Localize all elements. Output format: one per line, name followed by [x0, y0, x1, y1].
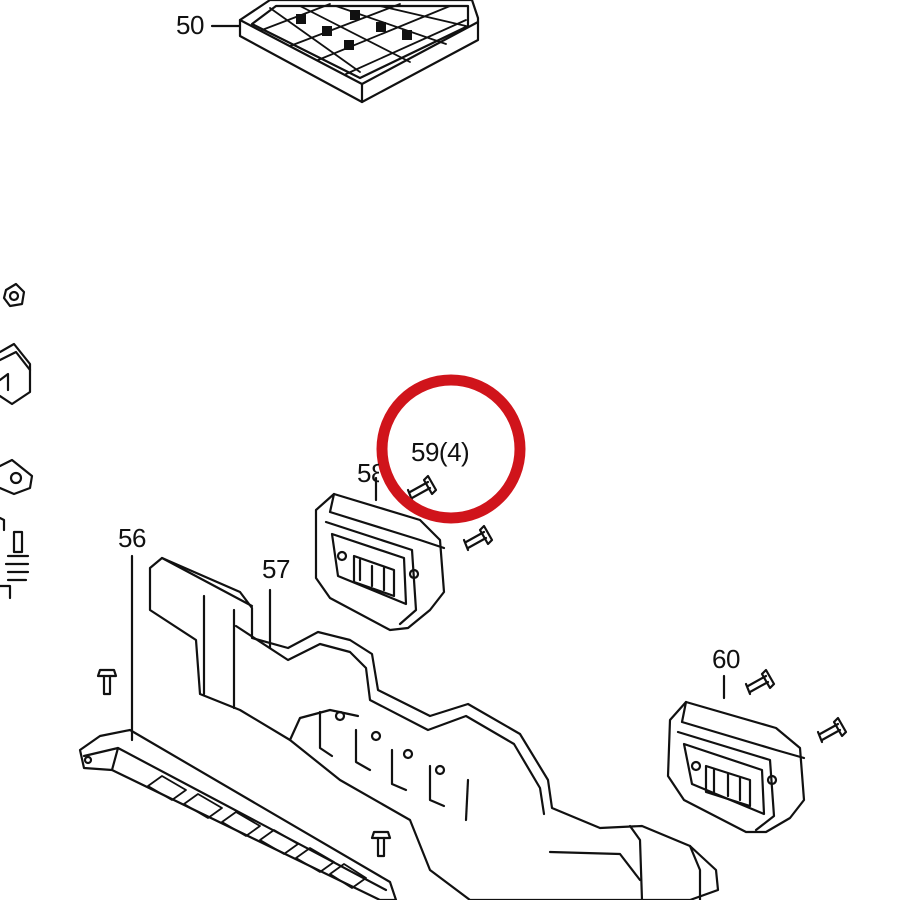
screw-59-lower: [462, 524, 494, 552]
main-housing-part-57: [148, 556, 720, 900]
left-edge-hardware: [0, 282, 34, 600]
callout-part-60: 60: [712, 644, 740, 674]
callout-part-56: 56: [118, 523, 146, 553]
screw-60-lower: [816, 716, 848, 744]
highlight-circle: [376, 374, 526, 524]
screw-59-upper: [406, 474, 438, 502]
rubber-foot-part-60: [666, 674, 806, 834]
callout-part-59: 59(4): [411, 437, 470, 467]
callout-part-57: 57: [262, 554, 290, 584]
screw-60-upper: [744, 668, 776, 696]
screw-left-upper: [96, 668, 118, 696]
callout-part-50: 50: [176, 10, 204, 40]
front-strip-part-56: [78, 554, 398, 900]
grid-tray-part-50: [210, 0, 480, 104]
rubber-foot-part-58: [314, 476, 446, 632]
callout-part-58: 58: [357, 460, 379, 486]
screw-center-lower: [370, 830, 392, 858]
